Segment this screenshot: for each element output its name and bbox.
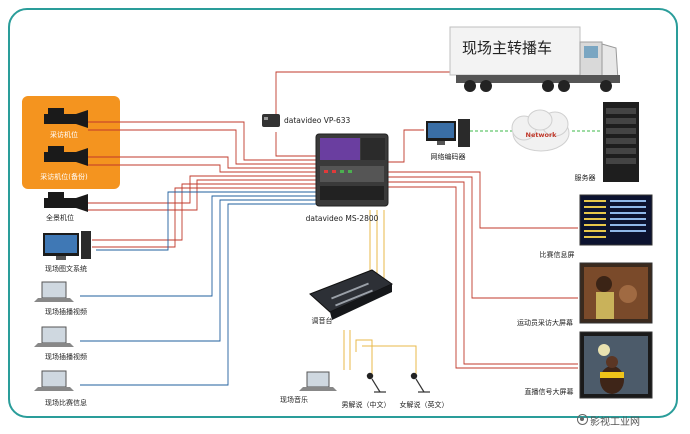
audio-label-male: 男解说（中文） <box>341 401 391 409</box>
truck-title: 现场主转播车 <box>462 39 553 57</box>
audio-label-music: 现场音乐 <box>280 396 308 404</box>
video-camera-icon <box>44 108 88 128</box>
switcher-label: datavideo MS-2800 <box>305 214 379 223</box>
graphics-pc-icon <box>43 231 91 260</box>
audio-label-female: 女解说（英文） <box>399 401 449 409</box>
source-label-match-info: 现场比赛信息 <box>45 399 87 407</box>
laptop-icon <box>299 371 337 391</box>
watermark-logo-icon <box>577 414 588 425</box>
microphone-icon <box>410 372 430 393</box>
encoder-label: 网络编码器 <box>430 153 466 161</box>
audio-lines <box>343 210 417 378</box>
red-input-lines <box>88 71 456 248</box>
red-output-lines <box>388 129 578 369</box>
broadcast-screen <box>579 331 653 399</box>
diagram-frame <box>8 8 678 418</box>
ms2800-switcher-icon <box>315 133 389 207</box>
server-label: 服务器 <box>574 174 596 182</box>
laptop-icon <box>34 326 74 347</box>
source-label-playback-1: 现场插播视频 <box>45 308 87 316</box>
watermark-text: 影视工业网 <box>590 417 640 428</box>
video-camera-icon <box>44 146 88 166</box>
network-label: Network <box>525 131 557 139</box>
output-label-athlete: 运动员采访大屏幕 <box>517 319 573 327</box>
network-cloud-icon <box>511 109 570 152</box>
audio-mixer-icon <box>309 269 394 320</box>
camera-label-interview-backup: 采访机位(备份) <box>40 173 88 181</box>
microphone-icon <box>366 372 386 393</box>
camera-label-panorama: 全景机位 <box>46 214 74 222</box>
source-label-graphics: 现场图文系统 <box>45 265 87 273</box>
camera-label-interview: 采访机位 <box>50 131 78 139</box>
output-label-broadcast: 直播信号大屏幕 <box>524 388 574 396</box>
laptop-icon <box>34 370 74 391</box>
laptop-icon <box>34 281 74 302</box>
blue-input-lines <box>80 191 316 386</box>
converter-label: datavideo VP-633 <box>284 116 351 125</box>
broadcast-truck <box>449 26 620 92</box>
video-camera-icon <box>44 192 88 212</box>
output-label-scoreboard: 比赛信息屏 <box>539 251 575 259</box>
athlete-interview-screen <box>579 262 653 324</box>
mixer-label: 调音台 <box>311 317 333 325</box>
source-label-playback-2: 现场插播视频 <box>45 353 87 361</box>
scoreboard-screen <box>579 194 653 246</box>
network-encoder-icon <box>426 119 470 147</box>
vp633-converter-icon <box>262 114 280 127</box>
server-icon <box>603 102 639 182</box>
